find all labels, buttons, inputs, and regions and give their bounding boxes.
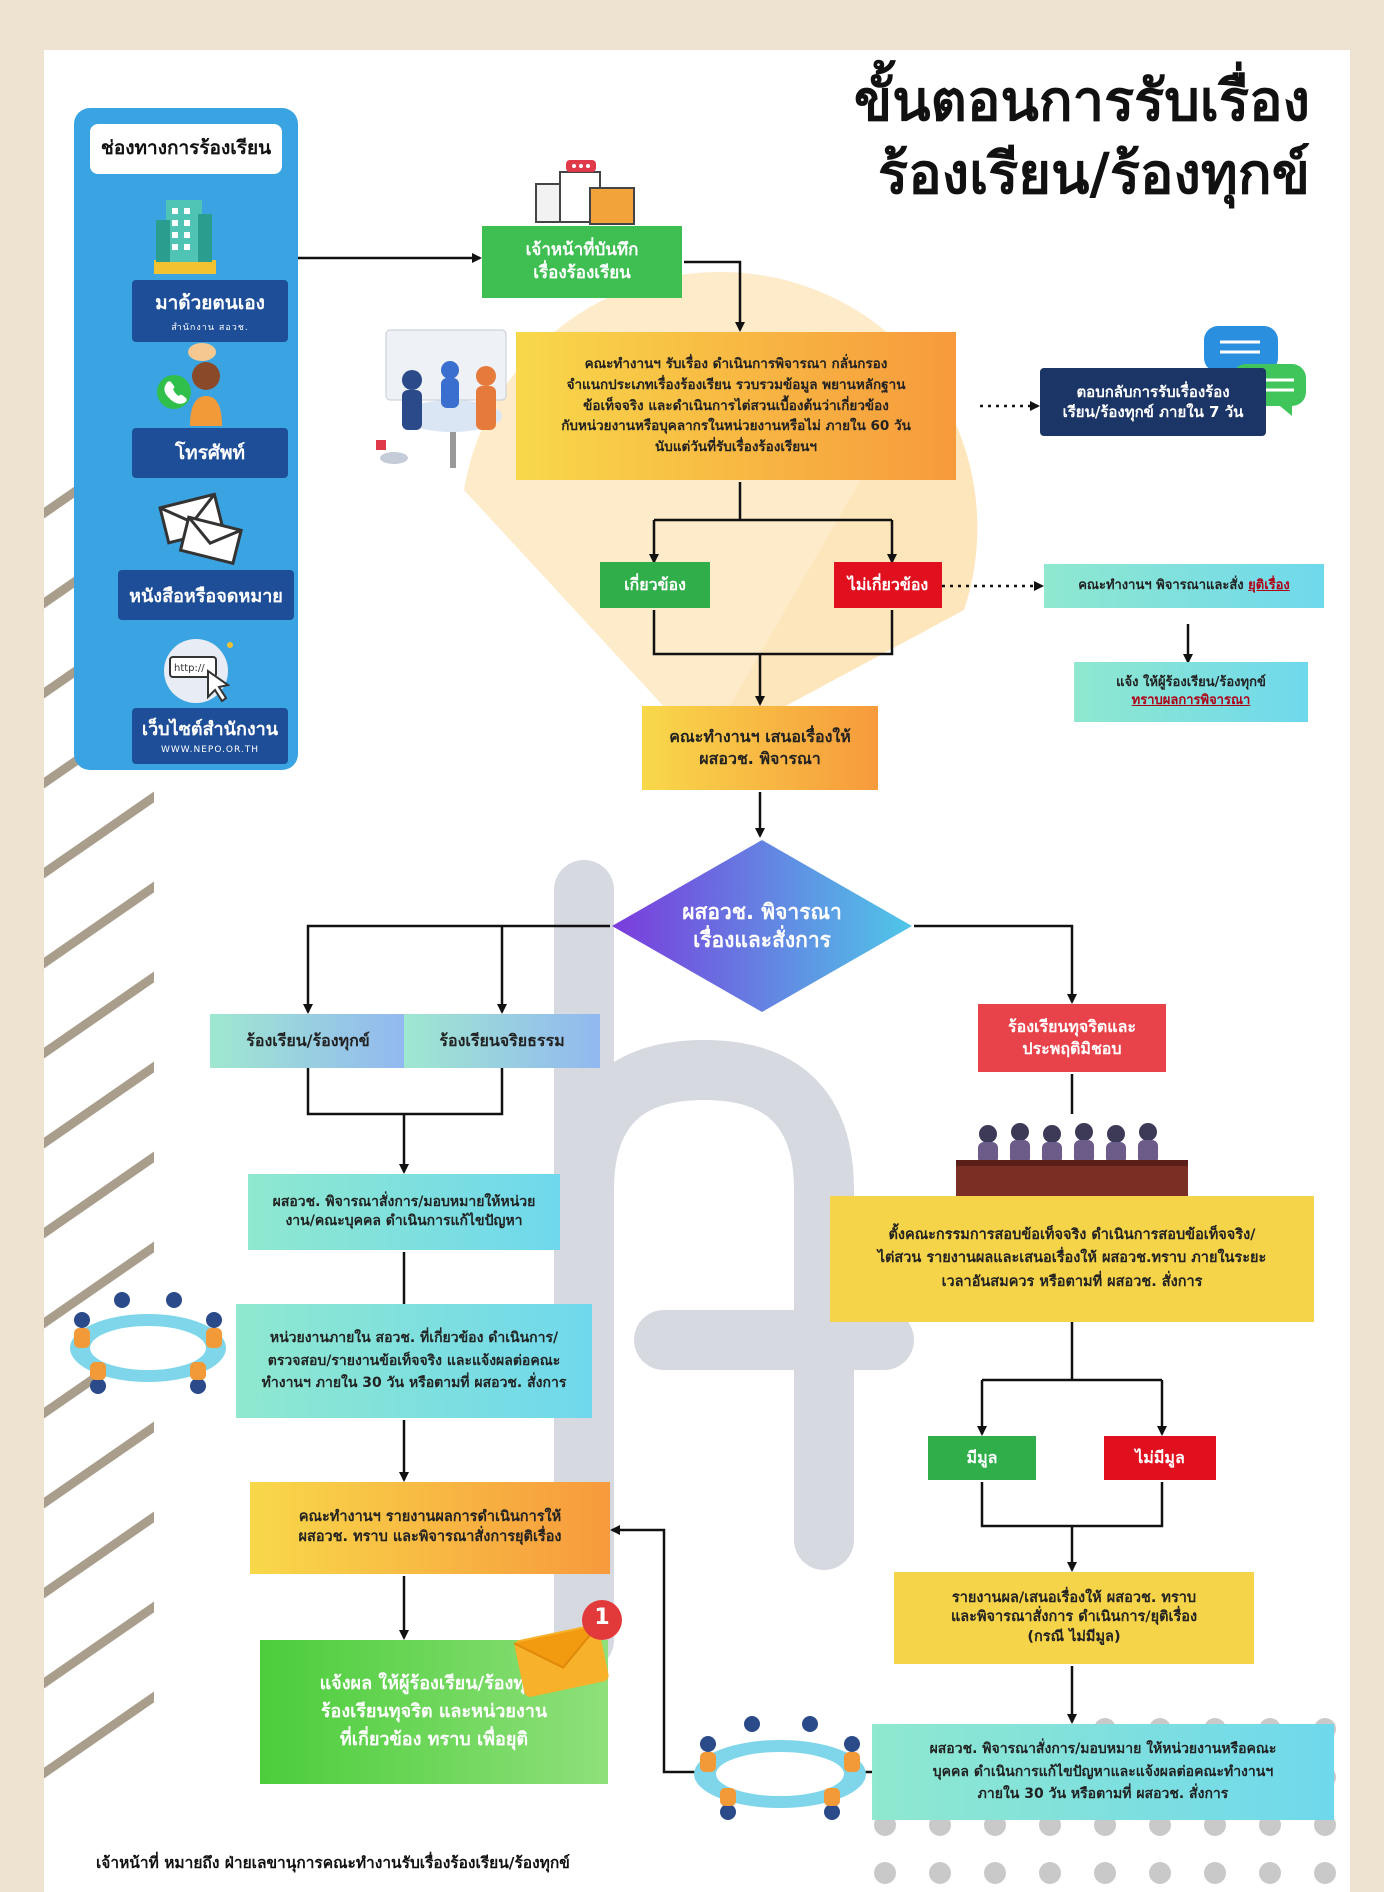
node-propose: คณะทำงานฯ เสนอเรื่องให้ ผสอวช. พิจารณา	[642, 706, 878, 790]
channel-letter-text: หนังสือหรือจดหมาย	[129, 585, 283, 607]
node-no-grounds: ไม่มีมูล	[1104, 1436, 1216, 1480]
node-assign-right: ผสอวช. พิจารณาสั่งการ/มอบหมาย ให้หน่วยงา…	[872, 1724, 1334, 1820]
channel-phone-text: โทรศัพท์	[174, 442, 246, 464]
envelope-icon	[154, 490, 244, 566]
decor-dot	[1314, 1862, 1336, 1884]
node-screen: คณะทำงานฯ รับเรื่อง ดำเนินการพิจารณา กลั…	[516, 332, 956, 480]
decision-diamond	[612, 840, 912, 1012]
node-report-left: คณะทำงานฯ รายงานผลการดำเนินการให้ ผสอวช.…	[250, 1482, 610, 1574]
round-table-icon	[58, 1278, 238, 1408]
footnote: เจ้าหน้าที่ หมายถึง ฝ่ายเลขานุการคณะทำงา…	[96, 1854, 570, 1872]
decor-dot	[874, 1862, 896, 1884]
building-icon	[144, 190, 224, 280]
page-title-line-1: ขั้นตอนการรับเรื่อง	[853, 69, 1310, 134]
node-final: แจ้งผล ให้ผู้ร้องเรียน/ร้องทุกข์ ร้องเรี…	[260, 1640, 608, 1784]
node-reply: ตอบกลับการรับเรื่องร้อง เรียน/ร้องทุกข์ …	[1040, 368, 1266, 436]
node-notify: แจ้ง ให้ผู้ร้องเรียน/ร้องทุกข์ ทราบผลการ…	[1074, 662, 1308, 722]
node-assign-left: ผสอวช. พิจารณาสั่งการ/มอบหมายให้หน่วย งา…	[248, 1174, 560, 1250]
stripe-decoration	[44, 431, 154, 1779]
node-decision: ผสอวช. พิจารณา เรื่องและสั่งการ	[682, 899, 842, 952]
decor-dot	[1039, 1862, 1061, 1884]
page-title-line-2: ร้องเรียน/ร้องทุกข์	[878, 142, 1310, 208]
node-unrelated: ไม่เกี่ยวข้อง	[834, 562, 942, 608]
channels-heading: ช่องทางการร้องเรียน	[90, 124, 282, 174]
phone-icon	[144, 340, 234, 430]
node-units-investigate: หน่วยงานภายใน สอวช. ที่เกี่ยวข้อง ดำเนิน…	[236, 1304, 592, 1418]
node-dismiss: คณะทำงานฯ พิจารณาและสั่ง ยุติเรื่อง	[1044, 564, 1324, 608]
node-notify-emph: ทราบผลการพิจารณา	[1131, 693, 1251, 708]
node-corruption: ร้องเรียนทุจริตและ ประพฤติมิชอบ	[978, 1004, 1166, 1072]
node-record: เจ้าหน้าที่บันทึก เรื่องร้องเรียน	[482, 226, 682, 298]
decor-dot	[1149, 1862, 1171, 1884]
channel-walk-in-sub: สำนักงาน สอวช.	[171, 323, 249, 333]
decor-dot	[1094, 1862, 1116, 1884]
mail-notification-icon	[500, 1598, 630, 1708]
round-table-icon	[680, 1704, 880, 1834]
channel-walk-in-text: มาด้วยตนเอง	[155, 292, 265, 314]
committee-panel-icon	[952, 1116, 1192, 1206]
decor-dot	[1204, 1862, 1226, 1884]
channel-walk-in-label: มาด้วยตนเอง สำนักงาน สอวช.	[132, 280, 288, 342]
node-notify-text: แจ้ง ให้ผู้ร้องเรียน/ร้องทุกข์	[1116, 675, 1266, 691]
node-dismiss-text: คณะทำงานฯ พิจารณาและสั่ง	[1078, 578, 1249, 594]
notification-badge: 1	[594, 1605, 610, 1631]
documents-icon	[530, 156, 640, 232]
decor-dot	[984, 1862, 1006, 1884]
channel-letter-label: หนังสือหรือจดหมาย	[118, 570, 294, 620]
channel-website-text: เว็บไซต์สำนักงาน	[141, 719, 279, 740]
node-has-grounds: มีมูล	[928, 1436, 1036, 1480]
svg-text:http://: http://	[174, 663, 205, 674]
page-title: ขั้นตอนการรับเรื่อง ร้องเรียน/ร้องทุกข์	[854, 68, 1310, 208]
node-ethics: ร้องเรียนจริยธรรม	[404, 1014, 600, 1068]
website-icon: http://	[160, 635, 240, 705]
channel-phone-label: โทรศัพท์	[132, 428, 288, 478]
node-dismiss-emph: ยุติเรื่อง	[1248, 578, 1290, 594]
node-related: เกี่ยวข้อง	[600, 562, 710, 608]
canvas: ขั้นตอนการรับเรื่อง ร้องเรียน/ร้องทุกข์ …	[44, 50, 1350, 1892]
node-complaint: ร้องเรียน/ร้องทุกข์	[210, 1014, 406, 1068]
decor-dot	[929, 1862, 951, 1884]
node-committee: ตั้งคณะกรรมการสอบข้อเท็จจริง ดำเนินการสอ…	[830, 1196, 1314, 1322]
channel-website-sub: WWW.NEPO.OR.TH	[160, 745, 260, 755]
team-meeting-icon	[366, 320, 526, 480]
channel-website-label: เว็บไซต์สำนักงาน WWW.NEPO.OR.TH	[132, 708, 288, 764]
node-report-right: รายงานผล/เสนอเรื่องให้ ผสอวช. ทราบ และพิ…	[894, 1572, 1254, 1664]
decor-dot	[1259, 1862, 1281, 1884]
